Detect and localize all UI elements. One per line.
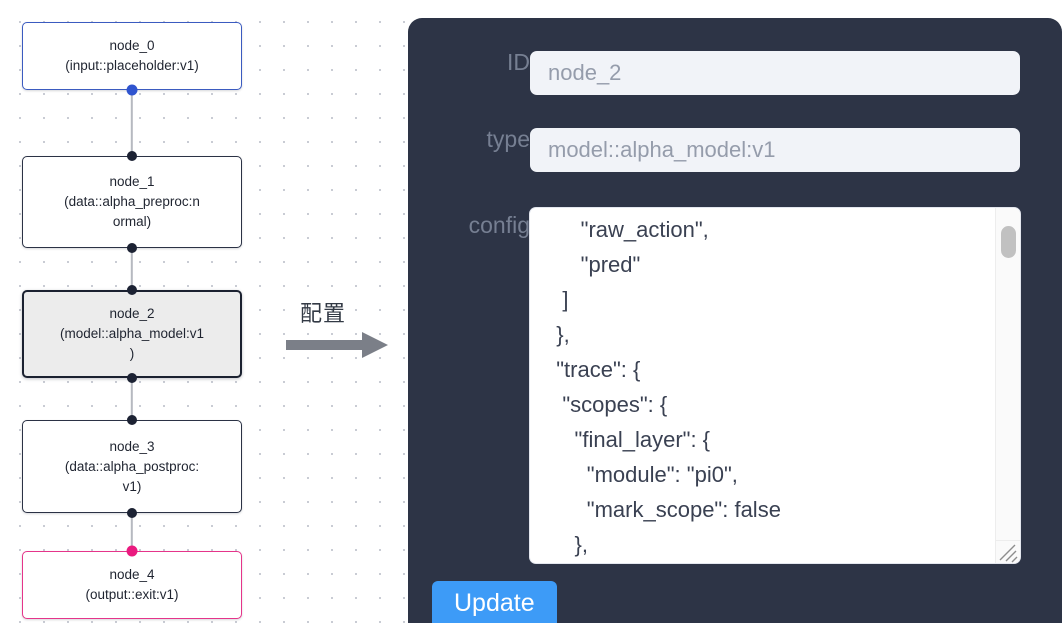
graph-node-node_1[interactable]: node_1 (data::alpha_preproc:n ormal) — [22, 156, 242, 248]
node-config-panel: ID node_2 type model::alpha_model:v1 con… — [408, 18, 1062, 623]
config-scrollbar[interactable] — [995, 208, 1020, 541]
node-subtitle-line2: ) — [129, 346, 135, 361]
edge-node0-node1 — [130, 90, 134, 156]
node-handle-node_1-target[interactable] — [127, 151, 137, 161]
config-field-label: config — [468, 212, 530, 238]
arrow-label: 配置 — [300, 302, 347, 327]
node-handle-node_1-source[interactable] — [127, 243, 137, 253]
node-title: node_3 — [109, 438, 155, 454]
node-subtitle-line2: ormal) — [112, 214, 152, 229]
node-handle-node_4-target[interactable] — [126, 545, 138, 557]
node-subtitle: (output::exit:v1) — [85, 587, 179, 602]
node-subtitle-line2: v1) — [122, 478, 142, 494]
form-row-type: type model::alpha_model:v1 — [420, 128, 1040, 172]
node-handle-node_3-target[interactable] — [127, 415, 137, 425]
node-title: node_2 — [109, 306, 155, 321]
graph-node-node_2[interactable]: node_2 (model::alpha_model:v1 ) — [22, 290, 242, 378]
node-handle-node_0-source[interactable] — [126, 84, 138, 96]
node-title: node_0 — [109, 38, 155, 53]
config-resize-handle[interactable] — [995, 540, 1020, 563]
graph-node-node_3[interactable]: node_3 (data::alpha_postproc: v1) — [22, 420, 242, 513]
type-field-label: type — [486, 126, 530, 152]
resize-grip-icon — [999, 544, 1018, 563]
node-subtitle: (input::placeholder:v1) — [65, 58, 199, 73]
config-textarea[interactable]: "raw_action", "pred" ] }, "trace": { "sc… — [556, 217, 781, 557]
config-scrollbar-thumb[interactable] — [1001, 226, 1016, 258]
config-textarea-wrapper: "raw_action", "pred" ] }, "trace": { "sc… — [530, 208, 1020, 563]
id-field-label: ID — [507, 49, 530, 75]
node-handle-node_2-target[interactable] — [127, 285, 137, 295]
id-field[interactable]: node_2 — [530, 51, 1020, 95]
edge-node1-node2 — [130, 248, 134, 290]
node-title: node_1 — [109, 174, 155, 189]
type-field[interactable]: model::alpha_model:v1 — [530, 128, 1020, 172]
update-button[interactable]: Update — [432, 581, 557, 623]
node-title: node_4 — [109, 567, 155, 582]
graph-node-node_0[interactable]: node_0 (input::placeholder:v1) — [22, 22, 242, 90]
form-row-id: ID node_2 — [420, 51, 1040, 95]
edge-node3-node4 — [130, 513, 134, 551]
graph-node-node_4[interactable]: node_4 (output::exit:v1) — [22, 551, 242, 619]
edge-node2-node3 — [130, 378, 134, 420]
node-subtitle-line1: (data::alpha_postproc: — [64, 458, 200, 474]
node-handle-node_2-source[interactable] — [127, 373, 137, 383]
node-subtitle-line1: (data::alpha_preproc:n — [64, 194, 200, 209]
config-arrow-group: 配置 — [286, 296, 396, 360]
form-row-config: config "raw_action", "pred" ] }, "trace"… — [420, 208, 1050, 563]
node-handle-node_3-source[interactable] — [127, 508, 137, 518]
node-subtitle-line1: (model::alpha_model:v1 — [59, 326, 205, 341]
arrow-right-icon — [286, 332, 388, 358]
